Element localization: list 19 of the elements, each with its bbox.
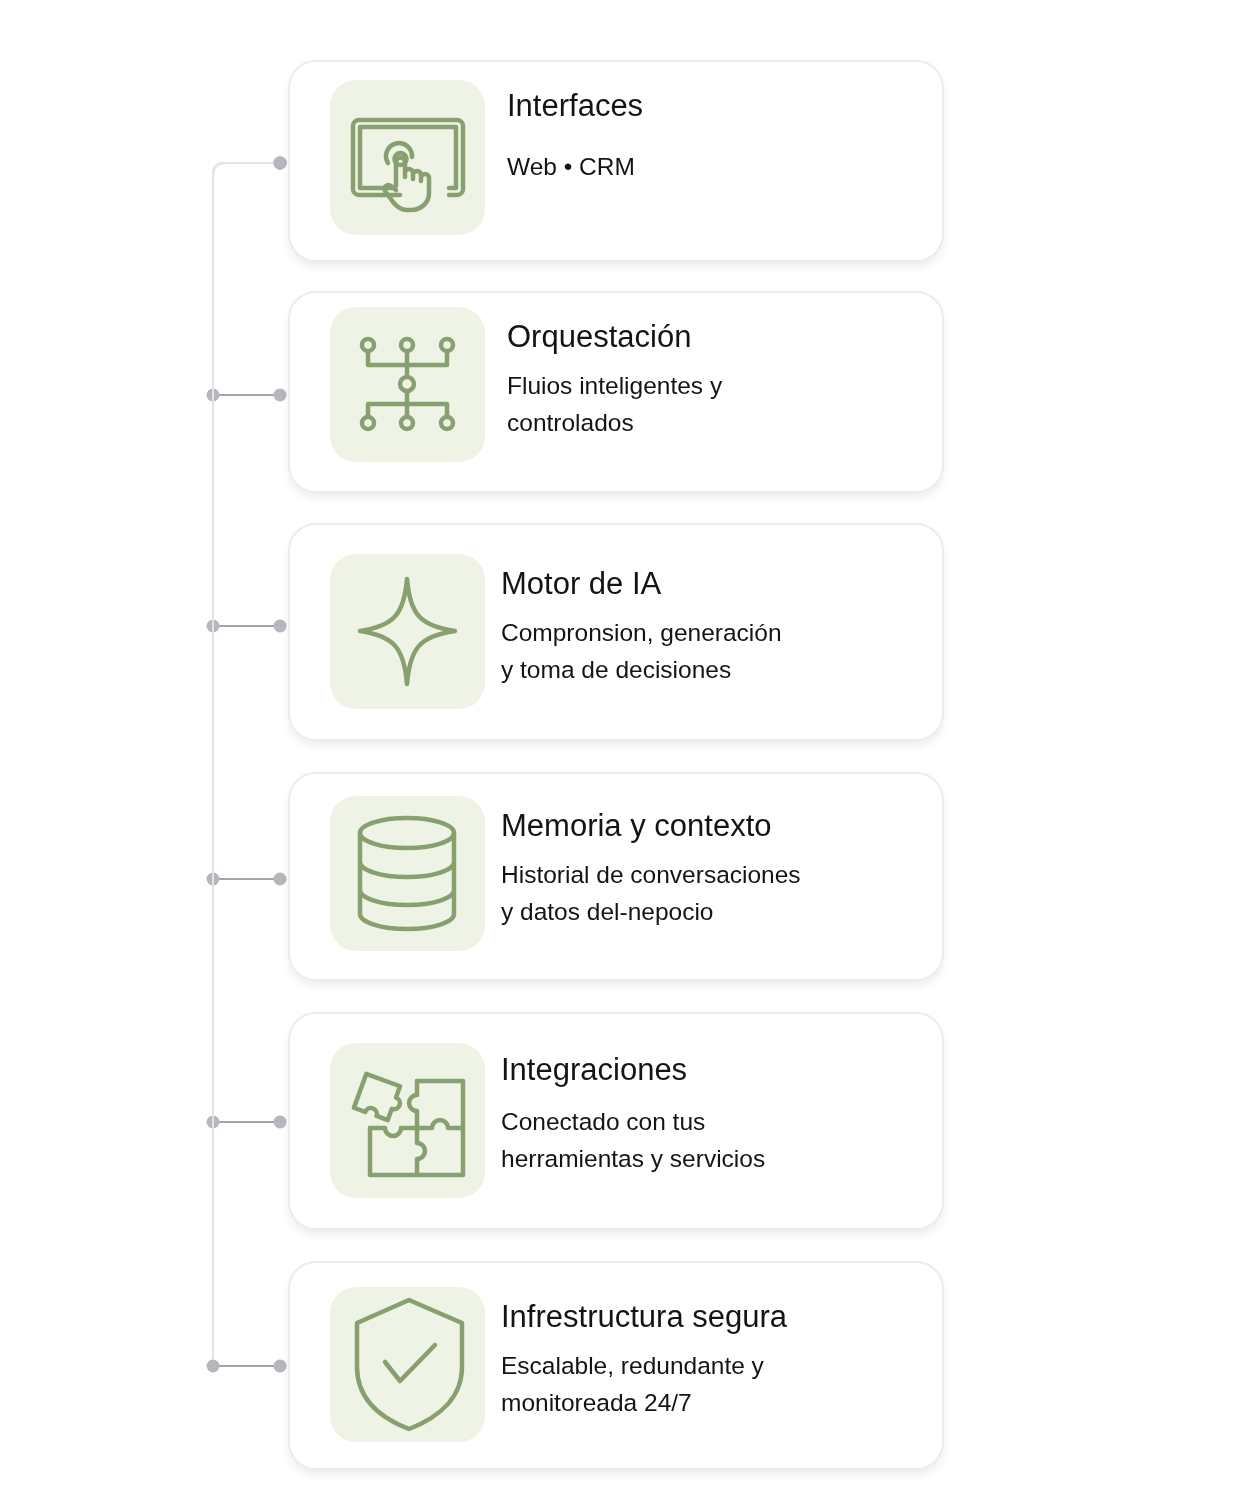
card-description: Escalable, redundante y monitoreada 24/7 [501,1351,765,1418]
card-title: Interfaces [507,87,644,125]
feature-card [288,60,944,262]
card-title: Motor de IA [501,565,662,603]
card-description: Fluios inteligentes y controlados [507,371,724,438]
feature-card [288,523,944,741]
card-description: Compronsion, generación y toma de decisiones [501,618,783,685]
card-description: Web • CRM [507,152,636,182]
card-title: Infrestructura segura [501,1298,788,1336]
card-description: Historial de conversaciones y datos del-nepocio [501,860,802,927]
feature-card [288,1012,944,1230]
feature-card [288,772,944,981]
card-title: Integraciones [501,1051,688,1089]
connector-line [206,156,287,1373]
feature-card [288,291,944,493]
card-description: Conectado con tus herramientas y servicios [501,1107,767,1174]
card-title: Orquestación [507,318,692,356]
card-title: Memoria y contexto [501,807,772,845]
feature-card [288,1261,944,1470]
